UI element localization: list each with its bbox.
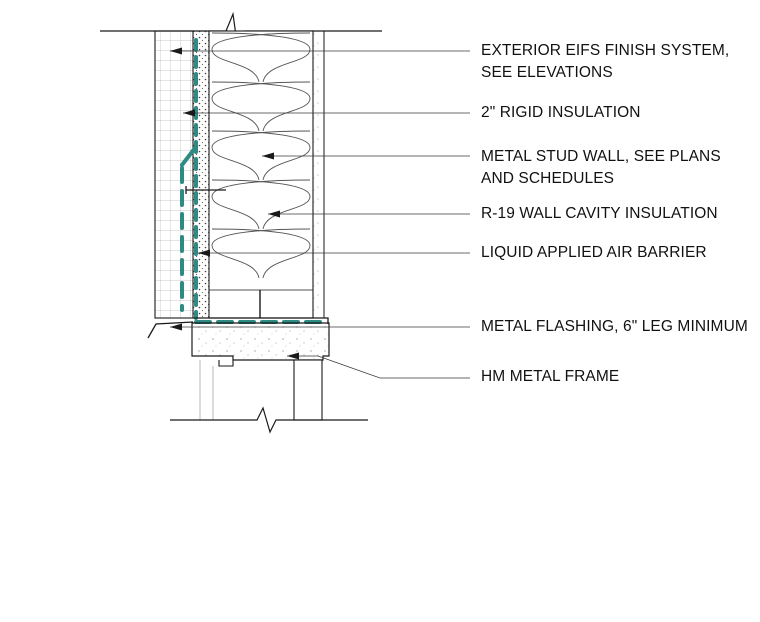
leader-line [287, 355, 470, 379]
eifs-finish-system [154, 30, 194, 319]
batt-loop [211, 32, 311, 83]
callout-line: LIQUID APPLIED AIR BARRIER [481, 244, 707, 261]
callout-label: 2" RIGID INSULATION [481, 102, 641, 124]
leader-arrowhead [170, 47, 182, 55]
callout-line: R-19 WALL CAVITY INSULATION [481, 205, 718, 222]
callout-label: EXTERIOR EIFS FINISH SYSTEM, SEE ELEVATIO… [481, 40, 729, 84]
callout-line: 2" RIGID INSULATION [481, 104, 641, 121]
leader-arrowhead [183, 109, 195, 117]
callout-line: EXTERIOR EIFS FINISH SYSTEM, [481, 42, 730, 59]
leader-arrowhead [170, 323, 182, 331]
callout-label: HM METAL FRAME [481, 366, 619, 388]
frame-head [191, 322, 330, 367]
callout-line: METAL FLASHING, 6" LEG MINIMUM [481, 318, 748, 335]
batt-loop [211, 81, 311, 132]
callout-line: SEE ELEVATIONS [481, 64, 613, 81]
bottom-break-line [170, 406, 368, 434]
callout-label: METAL FLASHING, 6" LEG MINIMUM [481, 316, 748, 338]
stud-cavity [208, 30, 314, 319]
leader-arrowhead [268, 210, 280, 218]
air-barrier-line [180, 38, 327, 324]
batt-loop [211, 130, 311, 181]
callout-line: AND SCHEDULES [481, 170, 615, 187]
callout-line: METAL STUD WALL, SEE PLANS [481, 148, 721, 165]
callout-label: METAL STUD WALL, SEE PLANS AND SCHEDULES [481, 146, 721, 190]
callout-line: HM METAL FRAME [481, 368, 620, 385]
metal-flashing [147, 317, 329, 339]
leader-arrowhead [262, 152, 274, 160]
leader-arrowhead [198, 249, 210, 257]
leader-arrowhead [287, 352, 299, 360]
callout-label: LIQUID APPLIED AIR BARRIER [481, 242, 707, 264]
interior-gypsum-board [312, 30, 325, 319]
leader-lines [170, 47, 470, 379]
hm-metal-frame [199, 359, 323, 421]
batt-loop [211, 228, 311, 279]
callout-label: R-19 WALL CAVITY INSULATION [481, 203, 718, 225]
fastener-screw [185, 186, 226, 194]
